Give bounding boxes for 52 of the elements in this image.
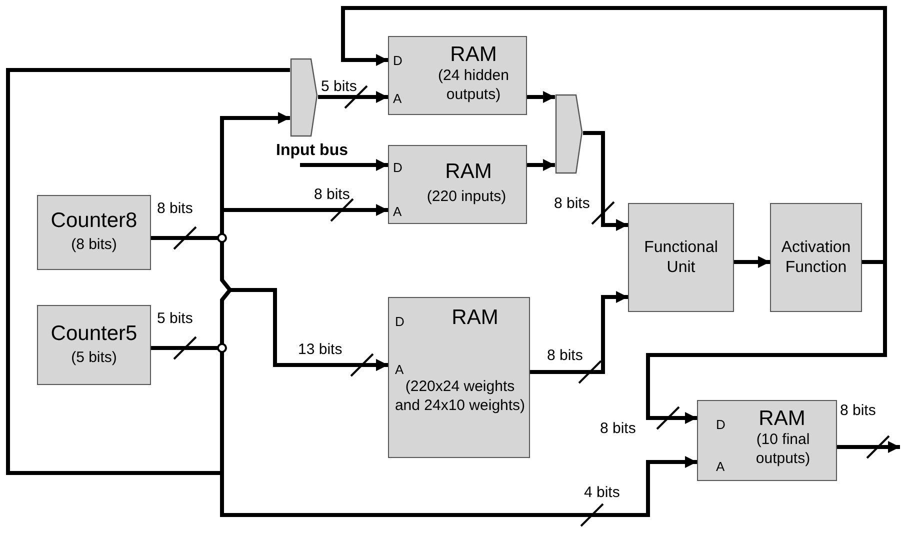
edge-label: 5 bits [157,311,193,326]
bus-arrow [318,91,388,103]
block-subtitle: (8 bits) [71,235,117,256]
ram-block [388,145,527,224]
edge-label: 8 bits [314,187,350,202]
ram-title: RAM [450,305,500,331]
bus-arrow [734,256,770,268]
multiplexer-symbol [555,94,583,174]
edge-label: 5 bits [321,79,357,94]
port-label: A [395,361,405,379]
edge-label: Input bus [276,143,348,159]
block [770,203,862,312]
bus-arrow [300,159,388,171]
edge-label: 8 bits [554,196,590,211]
bus-arrow [527,91,555,103]
ram-description: (24 hidden outputs) [437,67,510,104]
ram-description: (220x24 weights and 24x10 weights) [394,378,526,416]
bus-arrow [530,291,628,374]
block-title: Functional Unit [643,238,719,278]
block [37,195,151,270]
block-title: Activation Function [780,238,852,278]
ram-block [388,297,530,458]
block-title: Counter8 [50,208,138,234]
port-label: D [393,52,404,70]
block [628,203,734,312]
edge-label: 8 bits [840,403,876,418]
edge-label: 8 bits [600,421,636,436]
edge-label: 8 bits [547,348,583,363]
ram-title: RAM [758,406,806,432]
bus-arrow [527,159,555,171]
bus-arrow [583,131,628,231]
ram-block [388,36,527,115]
block [37,305,151,385]
multiplexer-symbol [290,58,318,137]
ram-title: RAM [444,159,493,185]
port-label: A [716,458,726,476]
block-title: Counter5 [50,320,138,347]
block-subtitle: (5 bits) [71,348,117,368]
port-label: A [393,203,403,221]
edge-label: 13 bits [298,342,342,357]
bus-arrow [646,260,887,424]
port-label: D [716,416,726,434]
edge-label: 8 bits [157,201,193,216]
edge-label: 4 bits [584,485,620,500]
ram-title: RAM [449,42,498,68]
port-label: D [395,313,406,331]
ram-block [697,400,837,481]
ram-description: (220 inputs) [426,187,508,207]
port-label: D [393,159,404,177]
port-label: A [393,90,403,108]
ram-description: (10 final outputs) [754,431,812,468]
bus-arrow [837,441,900,453]
